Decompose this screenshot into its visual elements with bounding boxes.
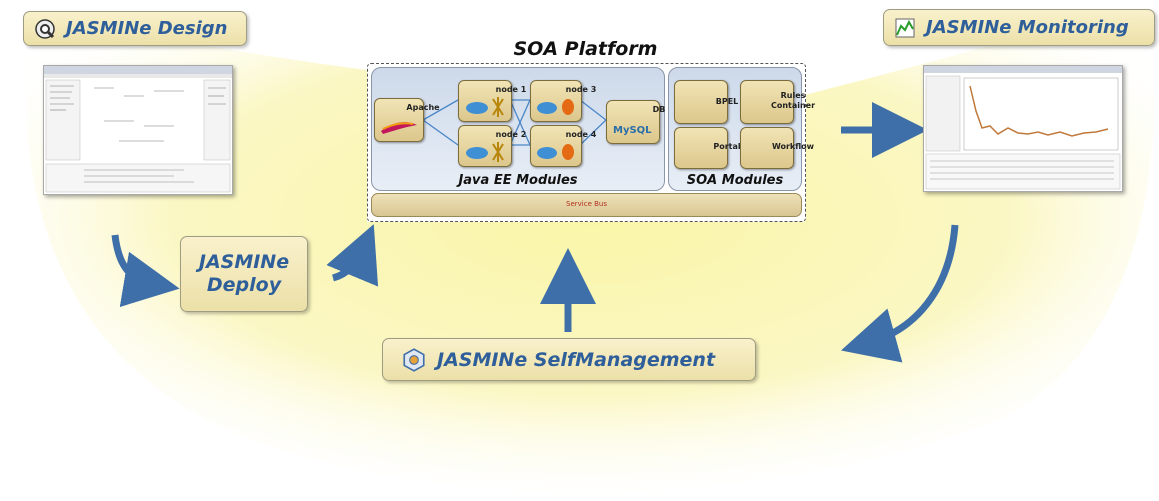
soa-platform-title: SOA Platform [513, 38, 658, 60]
jasmine-monitoring-box: JASMINe Monitoring [883, 9, 1155, 46]
apache-feather-icon [381, 122, 417, 134]
arrow-monitoring-to-selfmanagement [841, 224, 959, 363]
service-bus-label: Service Bus [566, 200, 607, 208]
design-screenshot [43, 65, 233, 195]
arrow-deploy-to-soa [326, 224, 379, 287]
soa-modules-label: SOA Modules [686, 173, 784, 188]
jasmine-selfmanagement-box: JASMINe SelfManagement [382, 338, 756, 381]
node-1-label: node 1 [495, 85, 527, 94]
monitoring-screenshot [923, 65, 1123, 192]
rules-container-module: Rules Container [740, 80, 815, 124]
db-node: DB MySQL [606, 100, 665, 144]
node-3-icons [537, 99, 574, 115]
node-4-icons [537, 144, 574, 160]
selfmanagement-label: JASMINe SelfManagement [437, 348, 716, 371]
node-3: node 3 [530, 80, 596, 122]
node-3-label: node 3 [565, 85, 597, 94]
monitoring-label: JASMINe Monitoring [926, 17, 1129, 38]
jasmine-design-box: JASMINe Design [23, 11, 247, 46]
portal-module: Portal [674, 127, 741, 169]
design-label: JASMINe Design [66, 18, 228, 39]
node-1-icons [466, 97, 504, 117]
node-2-label: node 2 [495, 130, 527, 139]
rules-label-line2: Container [770, 101, 816, 110]
java-ee-modules-label: Java EE Modules [458, 173, 578, 188]
node-2: node 2 [458, 125, 526, 167]
portal-label: Portal [713, 142, 741, 151]
jasmine-deploy-box: JASMINe Deploy [180, 236, 308, 312]
design-screenshot-image [44, 66, 232, 193]
bpel-label: BPEL [715, 97, 739, 106]
bpel-module: BPEL [674, 80, 738, 124]
rules-label-line1: Rules [780, 91, 806, 100]
mysql-logo: MySQL [613, 125, 652, 136]
monitoring-icon [895, 18, 915, 37]
db-label: DB [652, 105, 666, 114]
workflow-label: Workflow [771, 142, 815, 151]
deploy-label-line2: Deploy [206, 274, 282, 296]
node-2-icons [466, 142, 504, 162]
apache-node: Apache [374, 98, 440, 142]
apache-label: Apache [406, 103, 440, 112]
design-icon [35, 18, 55, 39]
arrow-design-to-deploy [111, 234, 180, 307]
node-1: node 1 [458, 80, 526, 122]
monitoring-screenshot-image [924, 66, 1122, 190]
node-4-label: node 4 [565, 130, 597, 139]
selfmanagement-icon [403, 347, 425, 372]
workflow-module: Workflow [740, 127, 814, 169]
service-bus: Service Bus [371, 193, 802, 217]
node-4: node 4 [530, 125, 596, 167]
deploy-label-line1: JASMINe [198, 251, 290, 273]
